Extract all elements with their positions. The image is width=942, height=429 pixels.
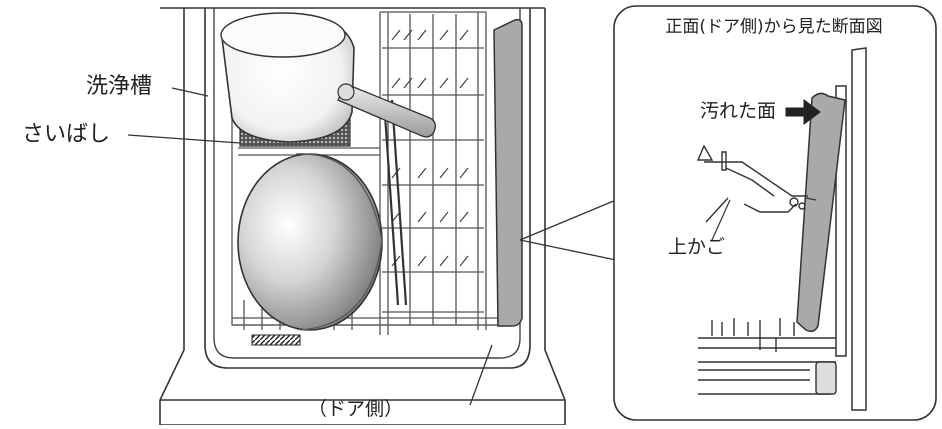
label-wash-tank: 洗浄槽	[86, 74, 153, 99]
drain-filter	[251, 334, 301, 346]
callout-wedge	[519, 199, 617, 261]
inset-leader	[711, 199, 731, 241]
leader-lines	[127, 87, 493, 406]
label-strainer: さいばし	[22, 122, 111, 147]
inset-title: 正面(ドア側)から見た断面図	[665, 17, 883, 37]
bowl	[237, 153, 383, 331]
wash-tank	[213, 8, 521, 359]
inset-lower-rails	[698, 318, 837, 395]
pot-handle	[337, 83, 436, 138]
label-upper-basket: 上かご	[668, 236, 726, 258]
inset-frame	[613, 5, 937, 421]
inset-door-wall	[835, 47, 867, 411]
door-panel	[493, 18, 523, 327]
label-dirty-face: 汚れた面	[700, 100, 777, 122]
inset-arrow	[785, 99, 821, 125]
inset-dish	[796, 92, 846, 333]
cabinet	[159, 7, 566, 426]
inset-upper-basket	[696, 144, 817, 223]
label-door-side: （ドア側）	[308, 398, 404, 420]
chopsticks	[382, 99, 408, 306]
pot	[220, 12, 355, 143]
